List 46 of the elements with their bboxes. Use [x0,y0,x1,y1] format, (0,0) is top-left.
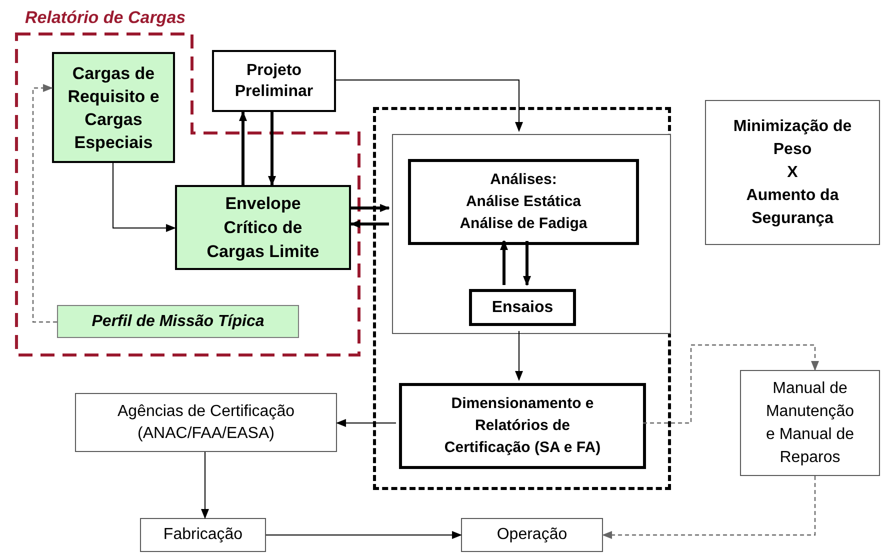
note-box [705,100,880,245]
arrow [523,241,531,286]
arrow [643,344,819,424]
group-title: Relatório de Cargas [25,8,186,28]
process-box [461,518,603,552]
box-label: Operação [496,525,568,545]
arrow [515,330,523,381]
box-label: Análise Estática [464,192,582,212]
arrow [268,112,276,186]
process-box [408,159,639,245]
box-label: Análise de Fadiga [458,214,588,234]
arrow [336,80,523,132]
process-box [740,370,880,476]
box-label: Minimização de Peso [732,117,853,160]
box-label: Envelope Crítico de Cargas Limite [206,192,320,263]
box-label: Ensaios [492,298,554,318]
group-box [392,134,671,334]
arrow [336,419,396,427]
box-label: Análises: [489,170,558,190]
box-label: X [787,163,798,183]
process-box [75,393,337,452]
arrow [350,220,389,228]
box-label: Agências de Certificação (ANAC/FAA/EASA) [116,402,296,444]
process-box [469,289,576,326]
box-label: Manual de Manutenção e Manual de Reparos [764,379,856,468]
arrow [112,162,176,232]
box-label: Perfil de Missão Típica [92,312,264,332]
box-label: Dimensionamento e Relatórios de Certificação (SA e FA) [443,394,602,458]
process-box [140,518,266,552]
box-label: Aumento da Segurança [745,186,840,229]
arrow [201,452,209,519]
process-box [175,185,351,270]
arrow [266,531,462,539]
arrow [351,204,390,212]
arrow [239,111,247,185]
dashed-group [373,107,671,490]
arrow [32,84,57,323]
box-label: Cargas de Requisito e Cargas Especiais [68,62,160,154]
process-box [399,383,646,469]
box-label: Fabricação [163,525,243,545]
process-box [57,305,299,338]
process-box [212,50,336,112]
process-box [52,52,175,163]
arrow [500,240,508,285]
box-label: Projeto Preliminar [234,61,314,102]
arrow [602,476,816,539]
